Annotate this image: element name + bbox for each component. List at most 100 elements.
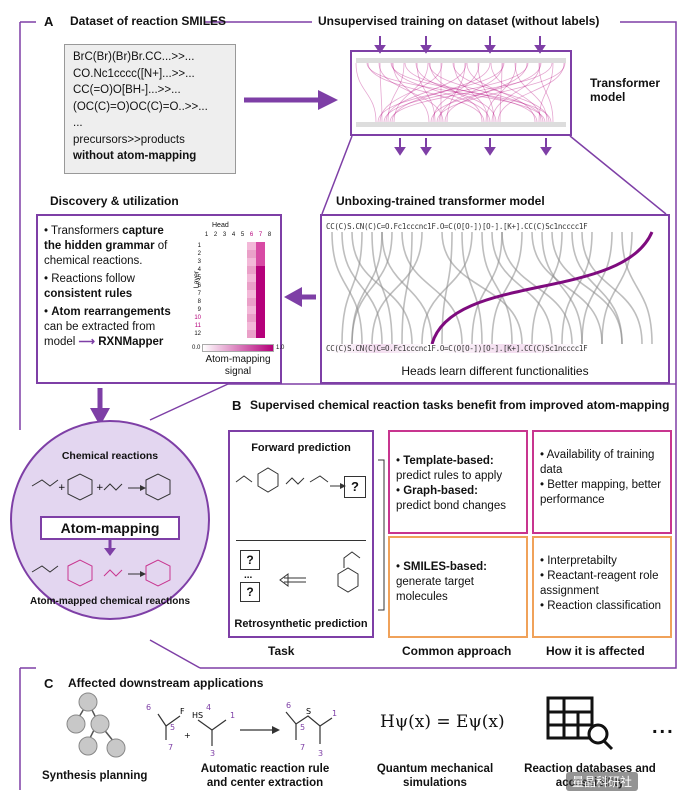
heatmap-grid (202, 242, 274, 338)
thumbnail-arc (366, 62, 546, 123)
heatmap-cell (229, 274, 238, 282)
panel-letter-a: A (44, 14, 54, 29)
affected-top-box: • Availability of training data • Better… (532, 430, 672, 534)
heatmap-cell (256, 298, 265, 306)
thumbnail-arc (390, 62, 552, 123)
heatmap-cell (220, 290, 229, 298)
thumbnail-arc (430, 62, 542, 123)
approach-graph-template-box: • Template-based: predict rules to apply… (388, 430, 528, 534)
svg-text:S: S (306, 707, 311, 716)
svg-text:6: 6 (286, 701, 291, 710)
thumbnail-arc (391, 62, 491, 123)
heatmap-cell (247, 266, 256, 274)
heatmap-cell (211, 258, 220, 266)
schrodinger-equation: Hψ(x) = Eψ(x) (380, 712, 505, 732)
attention-arc (621, 231, 653, 345)
column-approach-label: Common approach (402, 644, 512, 658)
thumbnail-arc (428, 62, 544, 123)
thumbnail-arc (393, 62, 429, 123)
heatmap-cell (211, 298, 220, 306)
heatmap-cell (256, 290, 265, 298)
heatmap-cell (229, 282, 238, 290)
heatmap-cell (238, 282, 247, 290)
down-arrow (104, 540, 116, 556)
thumbnail-arc (379, 62, 443, 123)
approach-bottom-text: • SMILES-based: generate target molecule… (396, 560, 526, 605)
svg-text:7: 7 (300, 743, 305, 752)
thumbnail-arc (355, 62, 377, 123)
bullet-3-post: can be extracted from (44, 321, 156, 333)
heatmap-layer-tick: 12 (194, 331, 201, 337)
heatmap-cell (220, 274, 229, 282)
bullet-1-post: of chemical reactions. (44, 240, 168, 267)
synthesis-tree-icon (66, 692, 126, 758)
reaction-sketch-unmapped: + + (31, 473, 171, 501)
approach-smiles-box: • SMILES-based: generate target molecule… (388, 536, 528, 638)
thumbnail-arc (387, 62, 405, 123)
attention-arc (561, 231, 593, 345)
thumbnail-arc (491, 62, 541, 123)
smiles-dataset-box: BrC(Br)(Br)Br.CC...>>... CO.Nc1cccc([N+]… (64, 44, 236, 174)
heatmap-cell (202, 298, 211, 306)
retro-reaction-sketch (279, 551, 361, 593)
heatmap-cell (220, 242, 229, 250)
bullet-3: • Atom rearrangements can be extracted f… (44, 306, 171, 348)
thumbnail-arc (453, 62, 489, 123)
heatmap-cell (220, 266, 229, 274)
heatmap-cell (265, 258, 274, 266)
heatmap-cell (256, 322, 265, 330)
thumbnail-arc (497, 62, 565, 123)
heatmap-cell (265, 298, 274, 306)
attention-arc (481, 231, 513, 345)
svg-text:4: 4 (206, 703, 211, 712)
heatmap-cell (202, 242, 211, 250)
heatmap-cell (202, 282, 211, 290)
heatmap-cell (265, 282, 274, 290)
arrow-icon: ⟶ (78, 336, 96, 348)
heatmap-cell (229, 314, 238, 322)
thumbnail-arc (514, 62, 548, 123)
heatmap-caption-1: Atom-mapping (205, 354, 271, 365)
heatmap-cell (247, 306, 256, 314)
heatmap-cell (229, 250, 238, 258)
heatmap-layer-tick: 10 (194, 315, 201, 321)
unsupervised-title: Unsupervised training on dataset (withou… (318, 14, 600, 28)
heatmap-cell (247, 330, 256, 338)
heatmap-layer-tick: 11 (194, 323, 201, 329)
heatmap-cell (220, 258, 229, 266)
heatmap-cell (202, 290, 211, 298)
heatmap-cell (202, 330, 211, 338)
heatmap-cell (247, 290, 256, 298)
token-row-bottom: CC(C)S.CN(C)C=O.Fc1cccnc1F.O=C(O[O-])[O-… (326, 344, 588, 353)
heatmap-cell (256, 258, 265, 266)
attention-arc (371, 231, 423, 345)
thumbnail-arc (379, 62, 383, 123)
thumbnail-arc (538, 62, 554, 123)
smiles-line: CO.Nc1cccc([N+]...>>... (73, 67, 195, 80)
heatmap-cell (211, 314, 220, 322)
thumbnail-arc (438, 62, 504, 123)
bullet-1: • Transformers capture the hidden gramma… (44, 225, 168, 267)
heatmap-caption-2: signal (224, 366, 252, 377)
task-panel: Forward prediction ? ? ... ? Retrosynthe… (228, 430, 374, 638)
task-divider (236, 540, 366, 541)
thumbnail-arc (444, 62, 528, 123)
heatmap-cell (265, 242, 274, 250)
affected-bottom-item: Reactant-reagent role assignment (540, 570, 659, 597)
section-c-title: Affected downstream applications (68, 676, 264, 690)
thumbnail-arc (404, 62, 538, 123)
heatmap-cell (220, 314, 229, 322)
affected-top-text: • Availability of training data • Better… (540, 449, 662, 506)
heatmap-cell (265, 314, 274, 322)
precursor-line: precursors>>products (73, 133, 185, 146)
template-based-label: Template-based: (403, 455, 494, 467)
heatmap-cell (256, 274, 265, 282)
attention-arc (351, 231, 383, 345)
heatmap-cell (265, 274, 274, 282)
thumbnail-arc (432, 62, 480, 123)
heatmap-cell (256, 314, 265, 322)
bullet-2-bold: consistent rules (44, 288, 133, 300)
unboxed-attention-panel: CC(C)S.CN(C)C=O.Fc1cccnc1F.O=C(O[O-])[O-… (320, 214, 670, 384)
heatmap-cell (211, 282, 220, 290)
heatmap-layer-tick: 2 (197, 251, 201, 257)
